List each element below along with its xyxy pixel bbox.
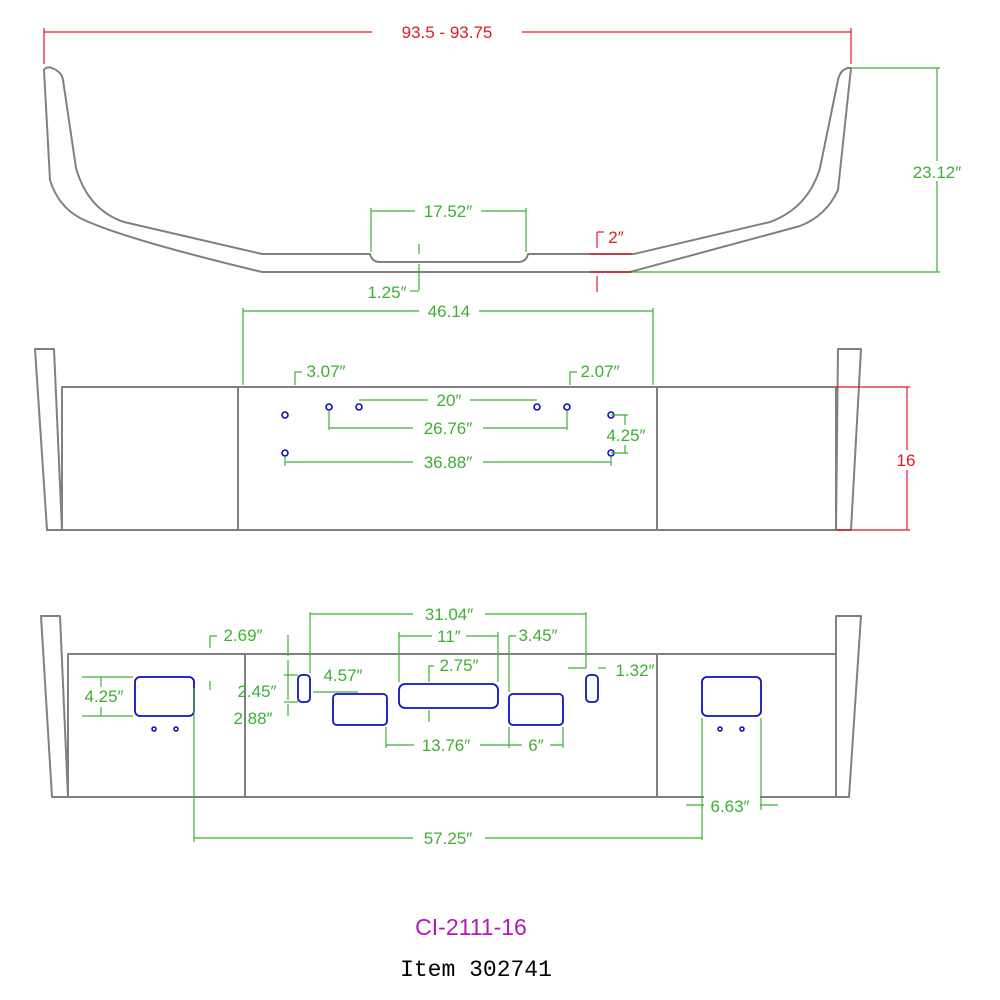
left-offset-leader	[294, 371, 302, 385]
left-slot-cutout	[297, 674, 311, 703]
front-height-label: 16	[897, 451, 916, 470]
center-height-label: 2.75″	[439, 656, 478, 675]
right-center-cutout	[508, 693, 564, 726]
hole-vert-label: 4.25″	[606, 426, 645, 445]
cutout-view: 31.04″ 11″ 3.45″ 2.69″ 2.75″ 4.57″ 1.32″…	[40, 604, 862, 848]
light-mount-hole	[173, 726, 179, 732]
mount-hole	[281, 449, 289, 457]
cutout-left-end	[40, 615, 69, 798]
right-light-cutout	[701, 676, 762, 717]
right-offset-label-cut: 3.45″	[518, 626, 557, 645]
overall-label: 31.04″	[425, 605, 474, 624]
light-mount-hole	[717, 726, 723, 732]
outer-spacing-label: 36.88″	[424, 453, 473, 472]
thickness-label: 2″	[608, 228, 623, 247]
height-label: 23.12″	[913, 163, 962, 182]
front-face	[61, 386, 837, 531]
light-mount-hole	[151, 726, 157, 732]
part-code: CI-2111-16	[415, 914, 527, 940]
left-center-cutout	[332, 693, 388, 726]
recess-width-label: 17.52″	[424, 202, 473, 221]
mount-hole	[533, 403, 541, 411]
left-cut-height-label: 4.25″	[84, 687, 123, 706]
front-left-end	[34, 348, 63, 531]
right-cut-width-label: 6″	[528, 736, 543, 755]
left-offset-leader-cut	[209, 635, 217, 648]
center-height-leader	[428, 665, 434, 682]
depth-label: 1.25″	[367, 283, 406, 302]
overall-width-label: 93.5 - 93.75	[402, 23, 493, 42]
mount-hole	[563, 403, 571, 411]
left-light-cutout	[134, 676, 195, 717]
front-view: 46.14 3.07″ 2.07″ 20″ 26.76″ 36.88″	[34, 301, 922, 531]
cutout-right-end	[835, 615, 862, 798]
side-offset-label: 4.57″	[323, 666, 362, 685]
right-offset-leader-cut	[508, 635, 516, 692]
center-cutout	[398, 683, 499, 709]
end-cut-width-label: 6.63″	[710, 797, 749, 816]
mid-spacing-label: 26.76″	[424, 419, 473, 438]
lower-span-label: 13.76″	[422, 736, 471, 755]
right-offset-label: 2.07″	[580, 362, 619, 381]
inner-spacing-label: 20″	[437, 391, 462, 410]
light-spacing-label: 57.25″	[424, 829, 473, 848]
slot-top-label: 2.45″	[237, 682, 276, 701]
item-number: Item 302741	[400, 957, 552, 983]
light-mount-hole	[739, 726, 745, 732]
right-offset-leader	[569, 371, 577, 385]
slot-offset-label: 1.32″	[615, 661, 654, 680]
center-width-label: 11″	[437, 627, 461, 646]
right-slot-cutout	[585, 674, 599, 703]
left-offset-label-cut: 2.69″	[223, 626, 262, 645]
slot-bottom-label: 2.88″	[233, 709, 272, 728]
mount-hole	[355, 403, 363, 411]
mount-hole	[325, 403, 333, 411]
mount-hole	[281, 411, 289, 419]
left-offset-label: 3.07″	[306, 362, 345, 381]
cutout-face	[67, 653, 837, 798]
front-right-end	[835, 348, 862, 531]
top-view: 93.5 - 93.75 23.12″ 17.52″ 1.25″ 2″	[43, 22, 968, 302]
span-label: 46.14	[428, 302, 471, 321]
top-view-outline	[43, 66, 852, 273]
